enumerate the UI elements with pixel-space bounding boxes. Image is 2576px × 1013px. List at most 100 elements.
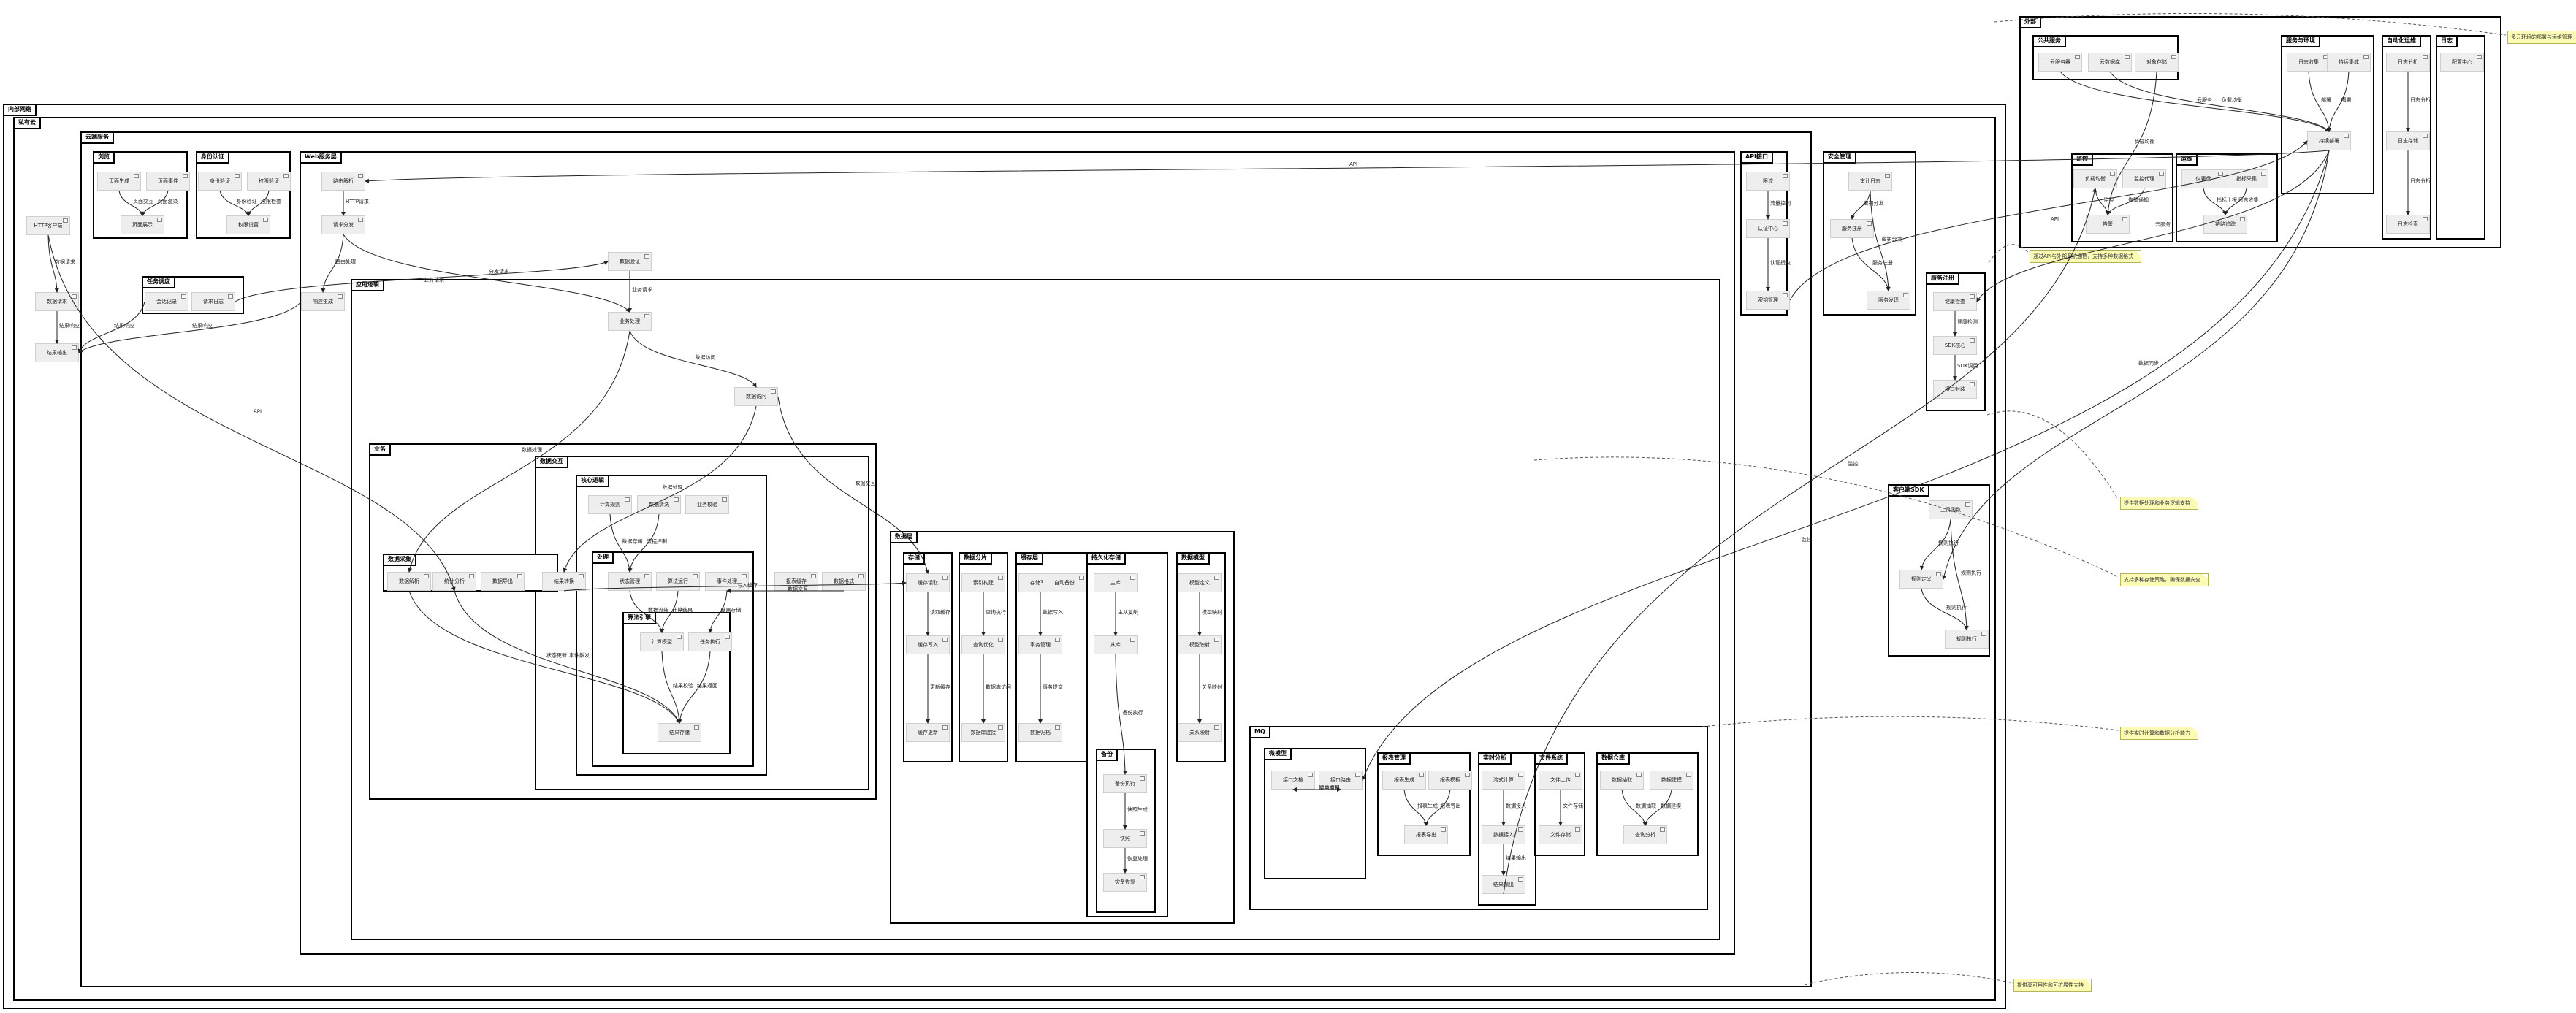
component-icon [2159, 172, 2164, 176]
component-label: 数据导出 [492, 578, 513, 584]
component-label: 数据接入 [1493, 832, 1514, 838]
component-icon [263, 218, 268, 222]
connector-label: API [254, 409, 262, 415]
connector-label: 规则执行 [1961, 570, 1981, 576]
connector [629, 330, 757, 388]
connector-label: HTTP请求 [346, 198, 369, 204]
component-label: 审计日志 [1860, 178, 1880, 184]
component-icon [2240, 217, 2245, 221]
component-label: 业务校验 [697, 502, 717, 508]
connector-label: 备份执行 [1123, 709, 1143, 716]
component-label: 限流 [1763, 178, 1773, 184]
component-icon [725, 635, 730, 639]
component-label: 报表缓存 [786, 578, 807, 584]
component-label: 模型定义 [1189, 580, 1210, 586]
component-icon [1518, 773, 1523, 777]
connector-label: 页面渲染 [158, 198, 178, 204]
component-icon [1441, 827, 1446, 832]
component-label: 报表导出 [1416, 832, 1436, 838]
component-icon [1518, 827, 1523, 832]
component-icon [1867, 221, 1872, 226]
connector-label: 业务请求 [424, 277, 444, 283]
component-data-export: 数据导出 [481, 572, 525, 591]
note-multi-cloud: 多云环境的部署与运维管理 [2507, 31, 2576, 44]
component-icon [2075, 55, 2080, 59]
component-icon [424, 574, 429, 578]
component-label: 规则定义 [1911, 576, 1932, 582]
component-icon [2110, 172, 2115, 176]
connector-label: 服务注册 [1872, 259, 1893, 266]
connector-label: 数据同步 [2138, 360, 2159, 367]
component-icon [1355, 773, 1360, 777]
component-label: 认证中心 [1758, 226, 1778, 232]
component-label: 响应生成 [313, 299, 333, 305]
connector-label: 分发请求 [489, 268, 509, 275]
component-label: 数据验证 [620, 259, 640, 264]
connector [563, 581, 907, 592]
connector-label: 快照生成 [1127, 806, 1148, 813]
component-label: 监控代理 [2134, 176, 2154, 182]
component-snapshot: 快照 [1103, 829, 1147, 848]
component-icon [469, 574, 474, 578]
package-title: 持久化存储 [1086, 552, 1126, 565]
connector [1850, 190, 1871, 220]
component-label: 接口文档 [1283, 777, 1303, 783]
component-icon [942, 576, 948, 580]
component-page-events: 页面事件 [146, 172, 190, 191]
package-title: 实时分析 [1478, 752, 1512, 765]
connector-label: 权限检查 [261, 198, 281, 204]
component-label: 日志收集 [2298, 59, 2319, 65]
package-title: API接口 [1740, 151, 1774, 164]
component-ci: 持续集成 [2327, 53, 2371, 72]
component-icon [1465, 773, 1470, 777]
connector-label: 报表生成 [1417, 803, 1438, 809]
component-icon [358, 218, 363, 222]
component-data-validate: 数据验证 [608, 252, 652, 271]
component-label: 接口路由 [1330, 777, 1351, 783]
connector-label: 计算结果 [672, 607, 693, 613]
component-icon [183, 174, 188, 178]
connector [2327, 71, 2350, 132]
component-label: 文件上传 [1550, 777, 1571, 783]
component-icon [1885, 174, 1890, 178]
connector-label: 业务请求 [632, 286, 652, 293]
connector [365, 150, 2330, 183]
package-title: 服务注册 [1926, 272, 1959, 285]
component-cloud-storage: 对象存储 [2135, 53, 2179, 72]
connector-label: 结果存储 [721, 607, 742, 613]
component-rate-limit: 限流 [1746, 172, 1790, 191]
connector-label: 结果响应 [192, 322, 213, 329]
connector [677, 651, 711, 724]
component-icon [1419, 773, 1424, 777]
component-lb: 负载均衡 [2073, 169, 2117, 188]
component-icon [644, 574, 649, 578]
component-icon [2423, 55, 2428, 59]
connector-label: 接口调用 [1319, 784, 1340, 791]
note-high-availability: 提供高可用性和可扩展性支持 [2013, 979, 2092, 992]
component-label: 数据建模 [1661, 777, 1682, 783]
component-label: 统计分析 [444, 578, 465, 584]
component-biz-process: 业务处理 [608, 312, 652, 331]
connector-label: SDK调用 [1957, 362, 1978, 369]
connector [78, 301, 302, 353]
component-label: 密钥管理 [1758, 297, 1778, 303]
connector-label: 数据抽取 [1636, 803, 1656, 809]
component-icon [1214, 638, 1219, 642]
note-connector [1533, 456, 2119, 578]
component-icon [1575, 827, 1580, 832]
note-connector [1988, 244, 2030, 264]
package-title: 数据模型 [1176, 552, 1210, 565]
component-label: 日志存储 [2398, 138, 2418, 144]
component-label: 持续集成 [2339, 59, 2359, 65]
connector [777, 396, 929, 574]
component-cloud-db: 云数据库 [2088, 53, 2132, 72]
component-icon [1214, 576, 1219, 580]
component-icon [942, 638, 948, 642]
component-label: 服务发现 [1878, 297, 1899, 303]
connector-label: 告警通知 [2128, 196, 2149, 203]
component-index-build: 索引构建 [961, 573, 1005, 592]
component-label: SDK核心 [1944, 343, 1966, 348]
package-title: 存储 [903, 552, 925, 565]
component-rule-exec: 规则执行 [1945, 630, 1989, 649]
